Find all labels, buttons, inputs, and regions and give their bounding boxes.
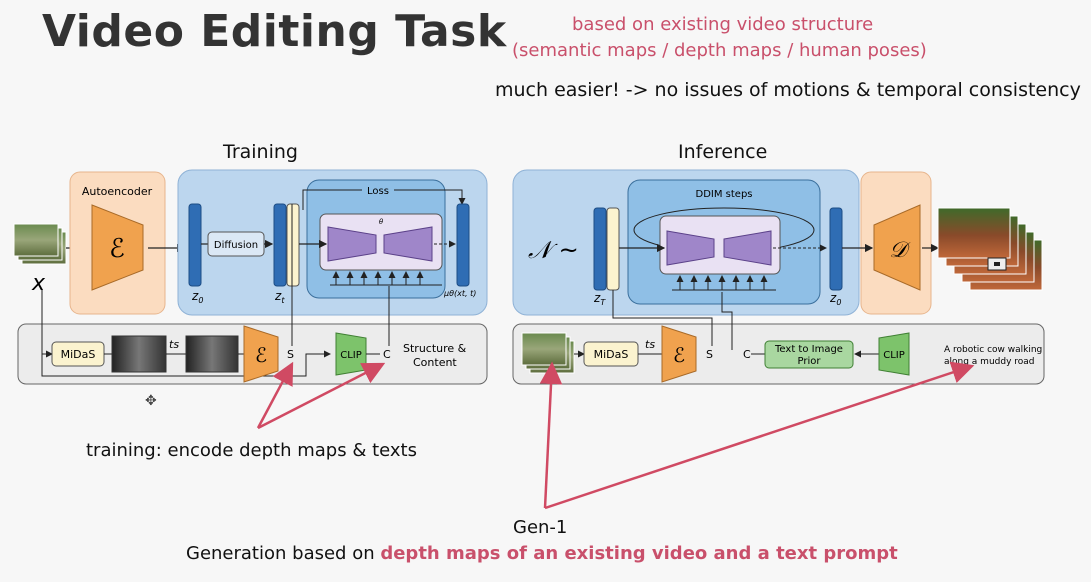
training-annotation: training: encode depth maps & texts (86, 440, 417, 461)
zt-latent (273, 203, 287, 287)
mu-label: μθ(xt, t) (443, 289, 476, 298)
output-video (937, 207, 1043, 291)
svg-text:Text to Image: Text to Image (774, 344, 843, 355)
inference-z0-latent (829, 207, 843, 291)
text-to-image-prior-box (764, 340, 854, 369)
inference-input-video (521, 332, 575, 374)
svg-text:θ: θ (379, 218, 384, 226)
zT-latent (593, 207, 607, 291)
inference-condition-latent (606, 207, 620, 291)
s-label: S (287, 348, 294, 361)
inference-structure-encoder (661, 325, 697, 383)
decoder-trapezoid (873, 204, 921, 291)
z0-latent (188, 203, 202, 287)
inference-midas-label: MiDaS (594, 348, 629, 361)
ddim-label: DDIM steps (696, 189, 753, 200)
training-x-label: x (31, 271, 46, 296)
unet-condition-arrows (330, 271, 442, 286)
structure-label: Structure & (403, 342, 467, 355)
unet-encoder-half (327, 226, 377, 262)
inference-c-label: C (743, 348, 751, 361)
note-structure: based on existing video structure (572, 14, 874, 35)
mu-latent (456, 203, 470, 287)
note-easier: much easier! -> no issues of motions & t… (495, 79, 1081, 101)
zt-label: zt (274, 289, 285, 305)
inference-ts-label: ts (645, 338, 655, 351)
inference-condition-arrows (672, 275, 776, 291)
inference-z0-label: z0 (829, 291, 841, 307)
note-structure-types: (semantic maps / depth maps / human pose… (512, 40, 927, 61)
slide-title: Video Editing Task (42, 6, 507, 57)
text-prompt-line2: along a muddy road (944, 357, 1035, 367)
training-input-video (13, 223, 67, 265)
zT-label: zT (593, 291, 606, 307)
svg-text:ℰ: ℰ (255, 343, 267, 367)
inference-heading: Inference (678, 141, 768, 163)
diffusion-label: Diffusion (214, 240, 258, 251)
depth-map-2 (185, 335, 239, 373)
midas-label: MiDaS (61, 348, 96, 361)
unet-decoder-half (383, 226, 433, 262)
inference-clip-label: CLIP (883, 350, 905, 361)
training-heading: Training (223, 141, 298, 163)
noise-symbol: 𝒩 ~ (528, 236, 579, 264)
inference-clip-box (878, 332, 910, 376)
cursor-icon: ✥ (145, 393, 157, 409)
clip-label: CLIP (340, 350, 362, 361)
loss-label: Loss (367, 186, 389, 197)
decoder-symbol: 𝒟 (889, 238, 911, 263)
depth-map-1 (111, 335, 167, 373)
encoder-symbol: ℰ (109, 234, 125, 264)
c-label: C (383, 348, 391, 361)
svg-text:Prior: Prior (798, 356, 822, 367)
inference-s-label: S (706, 348, 713, 361)
ts-label: ts (169, 338, 179, 351)
z0-label: z0 (191, 289, 203, 305)
svg-text:ℰ: ℰ (673, 343, 685, 367)
encoder-trapezoid (91, 204, 144, 291)
gen1-label: Gen-1 (513, 517, 568, 538)
autoencoder-label: Autoencoder (82, 185, 153, 198)
gen1-description: Generation based on depth maps of an exi… (186, 543, 898, 564)
text-prompt-line1: A robotic cow walking (944, 345, 1042, 355)
content-label: Content (413, 356, 457, 369)
condition-latent (286, 203, 300, 287)
